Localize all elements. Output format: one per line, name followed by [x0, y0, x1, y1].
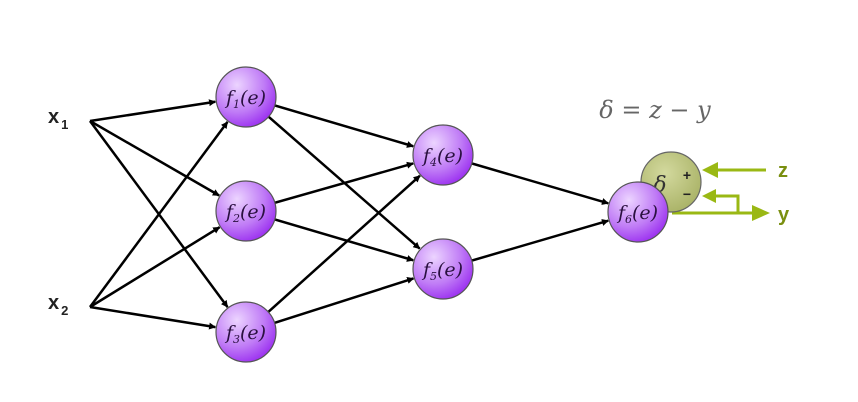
node-circle	[215, 180, 277, 242]
node-f4: f4(e)	[412, 124, 474, 186]
node-f1: f1(e)	[215, 66, 277, 128]
y-feedback-head	[702, 189, 716, 203]
plus-sign: +	[683, 167, 691, 183]
edge-x1-f1	[89, 99, 217, 123]
edge-x2-f1	[88, 121, 229, 308]
node-label: f4(e)	[421, 145, 463, 169]
node-circle	[412, 238, 474, 300]
node-f2: f2(e)	[215, 180, 277, 242]
y-feedback-line	[712, 194, 740, 213]
node-f3: f3(e)	[215, 301, 277, 363]
node-circle	[215, 66, 277, 128]
error-formula: δ = z − y	[599, 96, 711, 124]
edge-x1-f2	[89, 119, 220, 197]
node-circle	[412, 124, 474, 186]
target-label-z: z	[778, 160, 788, 182]
error-feedback-arrows	[672, 162, 770, 221]
node-label: f5(e)	[421, 259, 463, 283]
minus-sign: −	[683, 186, 691, 202]
z-arrow-head	[702, 162, 718, 178]
nodes-group: f1(e) f2(e) f3(e) f4(e) f5(e) f6(e)	[215, 66, 669, 363]
node-circle	[607, 181, 669, 243]
node-label: f1(e)	[224, 87, 266, 111]
node-f6: f6(e)	[607, 181, 669, 243]
node-label: f2(e)	[224, 201, 266, 225]
edge-f3-f4	[245, 174, 421, 333]
node-circle	[215, 301, 277, 363]
output-label-y: y	[778, 204, 790, 226]
node-label: f6(e)	[616, 202, 658, 226]
node-label: f3(e)	[224, 322, 266, 346]
edges-group	[88, 95, 609, 334]
y-arrow-head	[752, 205, 770, 221]
edge-x2-f3	[89, 305, 217, 330]
edge-f1-f5	[245, 96, 421, 250]
edge-x2-f2	[89, 226, 221, 309]
node-f5: f5(e)	[412, 238, 474, 300]
